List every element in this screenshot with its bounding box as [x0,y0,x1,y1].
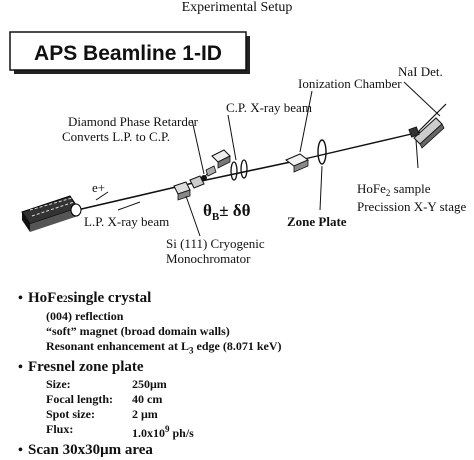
focused-beam-line [299,131,421,161]
diffracted-beam-line [417,103,447,133]
mono-pointer [185,195,201,237]
spec-row: Focal length: 40 cm [46,392,163,407]
lp-beam-label: L.P. X-ray beam [84,214,169,229]
lp-beam-pointer [117,201,141,211]
nai-detector-label: NaI Det. [398,64,443,79]
scan-notes: • Scan 30x30μm area [18,441,458,460]
nai-pointer [403,81,441,117]
bullet-icon: • [18,443,23,459]
aperture-icon-2 [240,159,248,179]
cp-beam-label: C.P. X-ray beam [226,100,312,115]
theta-label: θB± δθ [203,201,251,223]
nai-detector-icon [413,117,445,149]
scan-heading: • Scan 30x30μm area [18,442,153,459]
phase-retarder-pointer [191,119,205,175]
zone-plate-icon [317,139,327,165]
bullet-icon: • [18,291,23,306]
phase-retarder-label-1: Diamond Phase Retarder [68,114,199,129]
zone-plate-pointer [319,165,323,211]
slide: Experimental Setup APS Beamline 1-ID e+ [9,0,467,458]
banner-box [9,31,247,71]
spec-row: Spot size: 2 μm [46,407,158,422]
mono-label-1: Si (111) Cryogenic [166,236,265,251]
zone-plate-heading: • Fresnel zone plate [18,359,144,376]
undulator-icon [21,195,82,232]
zone-plate-label: Zone Plate [287,214,347,229]
zone-plate-notes: • Fresnel zone plate Size: 250μm Focal l… [18,358,458,441]
ionization-chamber-label: Ionization Chamber [298,76,402,91]
aperture-icon [230,161,238,181]
sample-label-1: HoFe2 sample [357,181,431,198]
crystal-line: “soft” magnet (broad domain walls) [46,324,230,338]
sample-pointer [415,139,419,169]
banner-text: APS Beamline 1-ID [34,42,222,65]
page-title: Experimental Setup [181,0,293,15]
spec-row-flux: Flux: 1.0x109 ph/s [46,422,194,441]
crystal-resonant-line: Resonant enhancement at L3 edge (8.071 k… [46,339,282,356]
sample-label-2: Precission X-Y stage [357,199,467,214]
positron-label: e+ [92,180,105,195]
beamline-diagram: APS Beamline 1-ID e+ [9,31,467,266]
cp-beam-line [205,159,301,181]
sample-stage-icon [408,126,420,138]
mono-label-2: Monochromator [166,251,251,266]
phase-retarder-label-2: Converts L.P. to C.P. [62,129,170,144]
ionization-chamber-icon [285,153,309,173]
monochromator-icon [173,175,205,201]
crystal-line: (004) reflection [46,309,124,323]
spec-row: Size: 250μm [46,377,167,392]
analyzer-icon [211,149,231,169]
bullet-icon: • [18,360,23,376]
ion-chamber-pointer [299,90,313,153]
cp-beam-pointer [227,114,237,161]
phase-retarder-icon [201,165,217,181]
positron-arrow [95,191,109,201]
